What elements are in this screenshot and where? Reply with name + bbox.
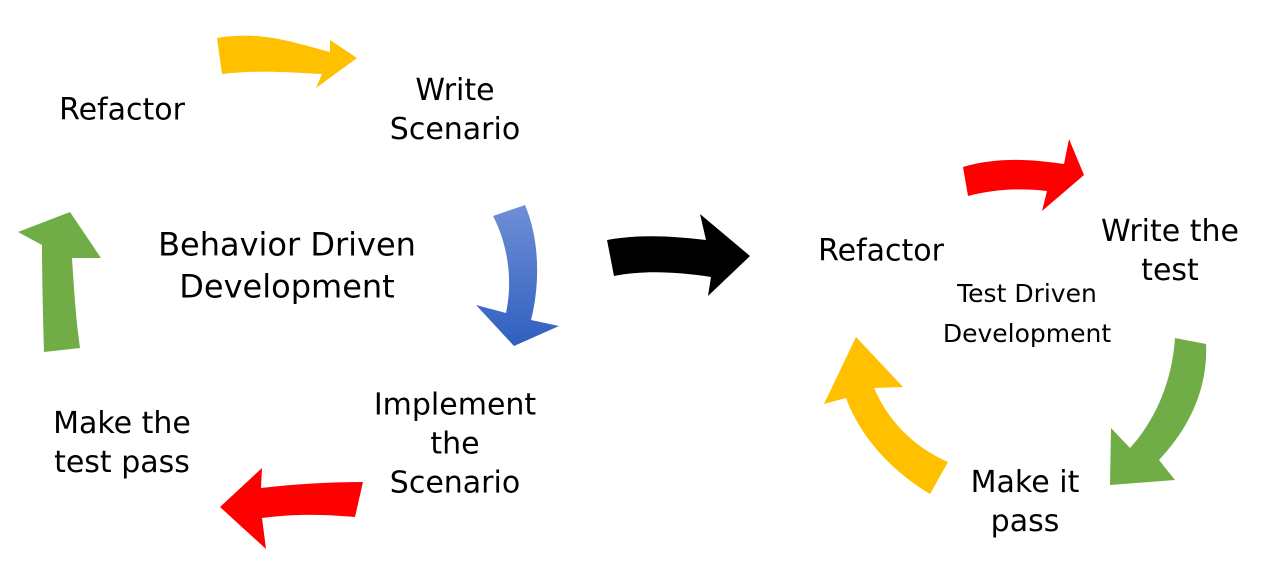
bdd-step-refactor: Refactor (59, 92, 185, 128)
bdd-center-title: Behavior Driven Development (158, 224, 416, 307)
bdd-step-implement-scenario: Implement the Scenario (373, 387, 537, 501)
tdd-step-write-test: Write the test (1101, 214, 1239, 288)
tdd-arrow-write-to-pass (1110, 338, 1207, 485)
bdd-center-title-line2: Development (179, 267, 395, 305)
bdd-arrow-refactor-to-write (217, 35, 357, 88)
bdd-center-title-line1: Behavior Driven (158, 225, 416, 264)
tdd-center-title-line2: Development (942, 319, 1112, 348)
bdd-to-tdd-arrow (607, 214, 750, 296)
tdd-arrow-pass-to-refactor (824, 337, 948, 494)
tdd-arrow-refactor-to-write (963, 139, 1084, 211)
bdd-step-make-test-pass: Make the test pass (53, 406, 191, 480)
bdd-arrow-pass-to-refactor (18, 212, 101, 352)
bdd-arrow-implement-to-pass (220, 468, 363, 549)
tdd-center-title-line1: Test Driven (957, 279, 1097, 308)
bdd-step-write-scenario: Write Scenario (389, 73, 521, 147)
tdd-step-refactor: Refactor (818, 233, 944, 269)
bdd-arrow-write-to-implement (476, 205, 559, 346)
tdd-center-title: Test Driven Development (943, 274, 1111, 354)
tdd-step-make-it-pass: Make it pass (970, 465, 1080, 539)
